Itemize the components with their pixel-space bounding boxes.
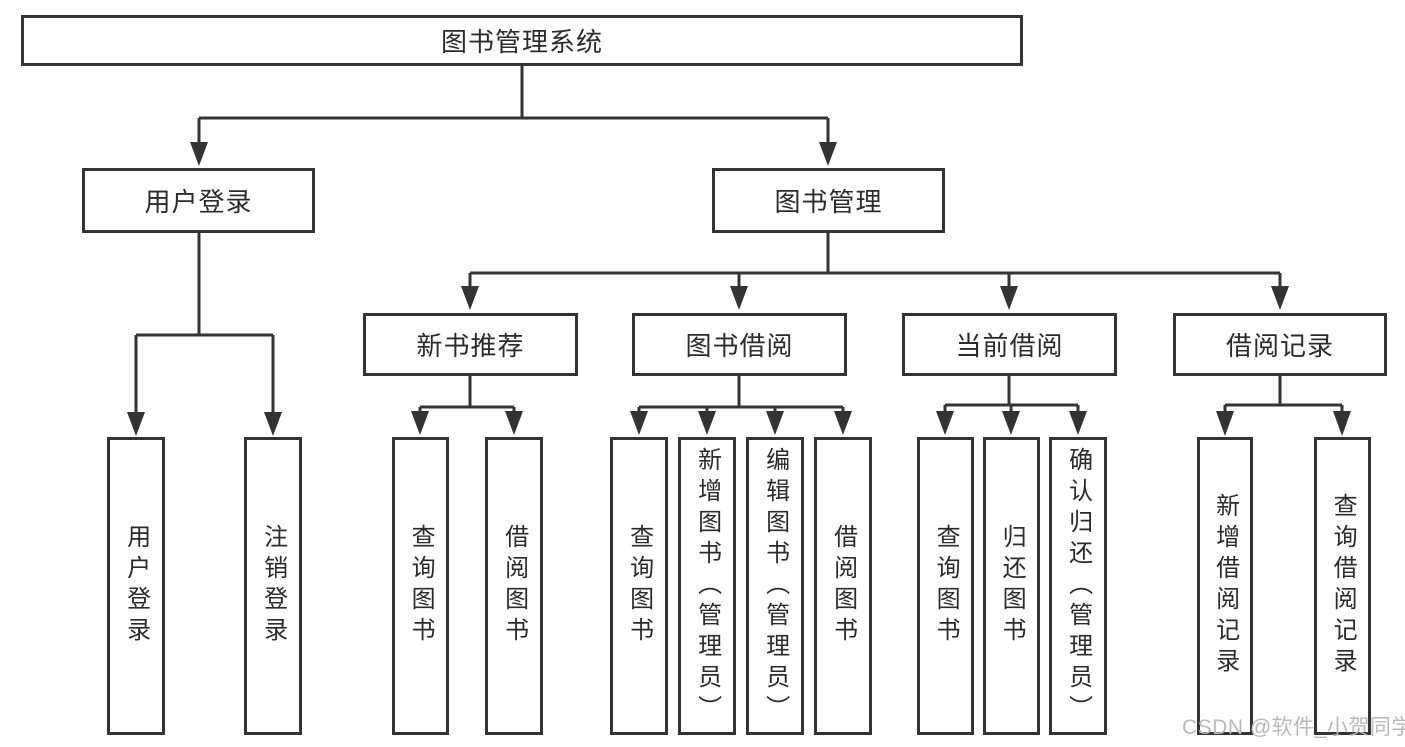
node-user-login: 用户登录	[82, 168, 315, 233]
leaf-current-confirm-return-admin: 确认归还（管理员）	[1049, 437, 1107, 735]
arrowheads-new-book-rec-children	[411, 411, 523, 435]
node-book-manage: 图书管理	[712, 168, 945, 233]
leaf-borrow-edit-book-admin-label: 编辑图书（管理员）	[761, 446, 789, 726]
leaf-record-add-borrow-record-label: 新增借阅记录	[1211, 493, 1239, 679]
leaf-logout-label: 注销登录	[259, 524, 287, 648]
leaf-borrow-borrow-book: 借阅图书	[814, 437, 872, 735]
leaf-logout: 注销登录	[244, 437, 302, 735]
node-book-manage-label: 图书管理	[774, 187, 883, 217]
leaf-current-query-book: 查询图书	[917, 437, 974, 735]
leaf-newrec-borrow-book-label: 借阅图书	[500, 524, 528, 648]
node-borrow-record-label: 借阅记录	[1225, 331, 1334, 361]
leaf-borrow-query-book: 查询图书	[610, 437, 668, 735]
leaf-newrec-query-book-label: 查询图书	[407, 524, 435, 648]
csdn-watermark: CSDN @软件_小贺同学	[1182, 716, 1405, 739]
node-current-borrow: 当前借阅	[902, 313, 1117, 376]
arrowheads-root-children	[190, 142, 837, 166]
leaf-current-return-book-label: 归还图书	[998, 524, 1026, 648]
leaf-record-add-borrow-record: 新增借阅记录	[1197, 437, 1253, 735]
leaf-record-query-borrow-record-label: 查询借阅记录	[1329, 493, 1357, 679]
node-current-borrow-label: 当前借阅	[955, 331, 1064, 361]
leaf-user-login: 用户登录	[107, 437, 165, 735]
arrowheads-user-login-children	[127, 412, 282, 436]
node-root-label: 图书管理系统	[440, 27, 603, 57]
leaf-newrec-query-book: 查询图书	[392, 437, 449, 735]
leaf-current-query-book-label: 查询图书	[932, 524, 960, 648]
arrowheads-book-borrow-children	[630, 411, 852, 435]
node-user-login-label: 用户登录	[144, 187, 253, 217]
connector-book-borrow-children	[637, 376, 845, 414]
leaf-current-confirm-return-admin-label: 确认归还（管理员）	[1064, 446, 1092, 726]
leaf-borrow-add-book-admin-label: 新增图书（管理员）	[693, 446, 721, 726]
connector-current-borrow-children	[943, 376, 1080, 414]
connector-root-children	[197, 66, 830, 147]
node-borrow-record: 借阅记录	[1173, 313, 1387, 376]
node-new-book-recommend-label: 新书推荐	[416, 331, 525, 361]
node-book-borrow: 图书借阅	[632, 313, 847, 376]
arrowheads-book-manage-children	[461, 286, 1289, 310]
connector-book-manage-children	[468, 233, 1282, 288]
leaf-borrow-edit-book-admin: 编辑图书（管理员）	[746, 437, 804, 735]
leaf-record-query-borrow-record: 查询借阅记录	[1314, 437, 1371, 735]
node-book-borrow-label: 图书借阅	[685, 331, 794, 361]
connector-new-book-rec-children	[418, 376, 516, 414]
leaf-current-return-book: 归还图书	[983, 437, 1040, 735]
leaf-borrow-add-book-admin: 新增图书（管理员）	[678, 437, 736, 735]
arrowheads-borrow-record-children	[1216, 411, 1351, 436]
arrowheads-current-borrow-children	[936, 411, 1087, 435]
node-root: 图书管理系统	[21, 15, 1023, 66]
connector-borrow-record-children	[1223, 376, 1344, 414]
node-new-book-recommend: 新书推荐	[363, 313, 578, 376]
leaf-user-login-label: 用户登录	[122, 524, 150, 648]
leaf-borrow-borrow-book-label: 借阅图书	[829, 524, 857, 648]
connector-user-login-children	[134, 233, 275, 416]
leaf-borrow-query-book-label: 查询图书	[625, 524, 653, 648]
leaf-newrec-borrow-book: 借阅图书	[485, 437, 543, 735]
